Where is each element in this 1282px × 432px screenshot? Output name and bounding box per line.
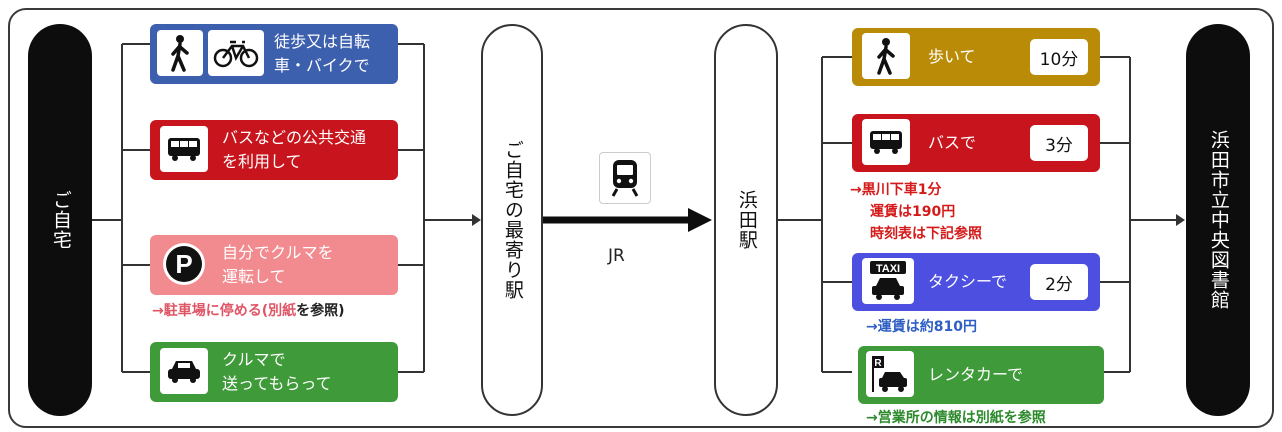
option-public-transit-label: バスなどの公共交通 を利用して (222, 128, 367, 171)
taxi-sign-text: TAXI (876, 263, 900, 275)
rental-note: →営業所の情報は別紙を参照 (866, 410, 1046, 426)
option-walk-time: 10分 (1030, 39, 1088, 75)
option-taxi-label: タクシーで (928, 272, 1008, 291)
bus-note-1: →黒川下車1分 (850, 182, 942, 198)
train-icon (599, 152, 651, 204)
option-rental-label: レンタカーで (928, 365, 1024, 384)
walking-person-icon (157, 30, 203, 76)
option-drive-self: P 自分でクルマを 運転して (150, 235, 398, 295)
parking-note: →駐車場に停める(別紙を参照) (152, 301, 345, 321)
train-label: JR (608, 246, 625, 266)
option-rental-car: R レンタカーで (858, 346, 1104, 404)
option-taxi-time: 2分 (1030, 264, 1088, 300)
parking-note-suffix: を参照) (296, 303, 345, 319)
option-walk-label: 歩いて (928, 47, 976, 66)
parking-note-prefix: →駐車場に停める( (152, 303, 269, 319)
option-walk: 歩いて 10分 (852, 28, 1100, 86)
nearest-station-node: ご自宅の最寄り駅 (481, 24, 543, 416)
bus-note-2: 運賃は190円 (870, 204, 956, 220)
option-driven: クルマで 送ってもらって (150, 342, 398, 402)
library-node: 浜田市立中央図書館 (1186, 24, 1250, 416)
option-bus-time: 3分 (1030, 125, 1088, 161)
option-walk-bike-label: 徒歩又は自転 車・バイクで (274, 32, 371, 75)
bicycle-icon (208, 30, 264, 76)
option-walk-bike: 徒歩又は自転 車・バイクで (150, 24, 398, 84)
parking-icon: P (160, 241, 208, 287)
parking-note-highlight: 別紙 (268, 303, 297, 319)
bus-note-3: 時刻表は下記参照 (870, 226, 982, 242)
option-bus-label: バスで (928, 133, 977, 152)
bus-icon (160, 126, 208, 172)
taxi-note: →運賃は約810円 (866, 319, 977, 335)
home-node: ご自宅 (28, 24, 92, 416)
taxi-icon: TAXI (862, 258, 914, 304)
option-taxi: TAXI タクシーで 2分 (852, 253, 1100, 311)
hamada-station-node: 浜田駅 (714, 24, 778, 416)
bus-icon (862, 119, 910, 165)
car-icon (160, 348, 208, 394)
option-driven-label: クルマで 送ってもらって (222, 350, 332, 393)
rental-sign-text: R (874, 358, 882, 369)
walking-person-icon (862, 33, 910, 79)
option-public-transit: バスなどの公共交通 を利用して (150, 120, 398, 180)
parking-letter: P (175, 249, 192, 279)
option-bus: バスで 3分 (852, 114, 1100, 172)
option-drive-self-label: 自分でクルマを 運転して (222, 243, 334, 286)
rental-car-icon: R (866, 351, 914, 397)
